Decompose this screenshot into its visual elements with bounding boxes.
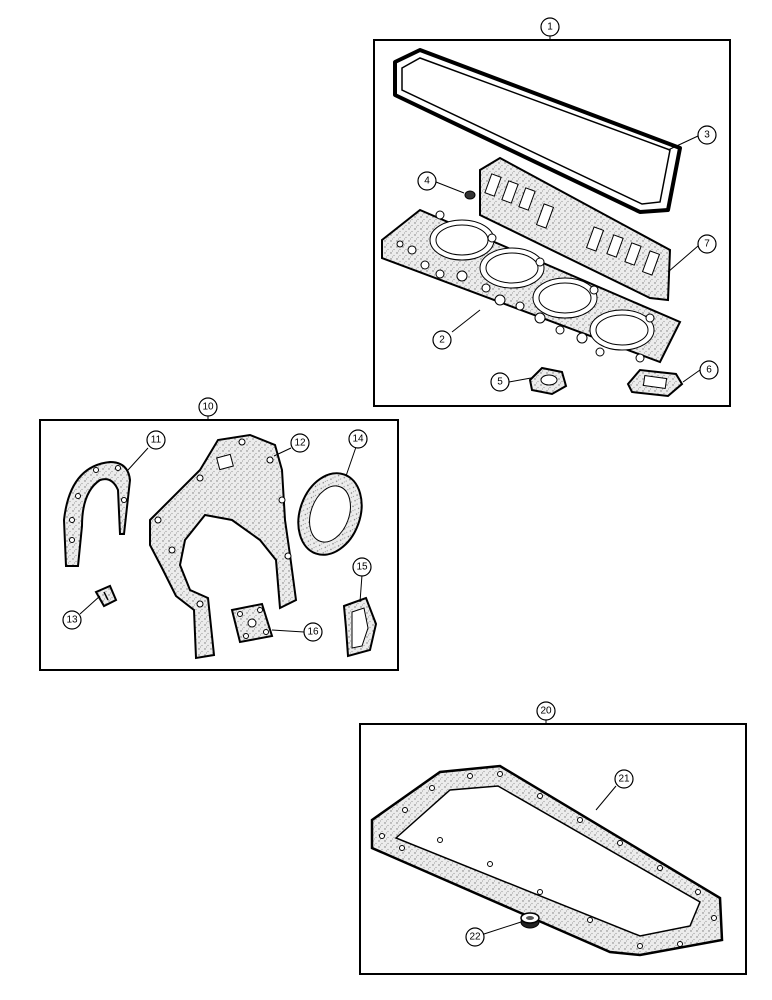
callout-4-label: 4: [424, 176, 430, 187]
thermostat-gasket: [626, 368, 684, 398]
rear-seal-gasket: [62, 460, 132, 567]
oil-pan-gasket: [370, 764, 724, 957]
manifold-gasket: [479, 156, 672, 302]
callout-5-label: 5: [497, 377, 503, 388]
callout-20-label: 20: [540, 706, 552, 717]
callout-1: 1: [540, 17, 560, 37]
callout-2-label: 2: [439, 335, 445, 346]
callout-12-label: 12: [294, 438, 306, 449]
callout-22-label: 22: [469, 932, 481, 943]
callout-6-label: 6: [706, 365, 712, 376]
callout-15: 15: [352, 557, 372, 577]
callout-10: 10: [198, 397, 218, 417]
group-10-frame: [39, 419, 399, 671]
callout-22: 22: [465, 927, 485, 947]
small-plate-gasket: [94, 584, 118, 608]
callout-3-label: 3: [704, 130, 710, 141]
callout-14-label: 14: [352, 434, 364, 445]
callout-3: 3: [697, 125, 717, 145]
callout-6: 6: [699, 360, 719, 380]
callout-4: 4: [417, 171, 437, 191]
oil-seal: [520, 912, 540, 929]
group-10-front-cover-gasket-set: [39, 416, 399, 671]
callout-10-label: 10: [202, 402, 214, 413]
group-20-oil-pan-gasket-set: [359, 720, 747, 975]
callout-21: 21: [614, 769, 634, 789]
group-1-upper-gasket-set: [373, 36, 731, 407]
callout-11: 11: [146, 430, 166, 450]
callout-2: 2: [432, 330, 452, 350]
callout-15-label: 15: [356, 562, 368, 573]
callout-5: 5: [490, 372, 510, 392]
cover-plate-gasket: [230, 602, 274, 644]
callout-14: 14: [348, 429, 368, 449]
callout-1-label: 1: [547, 22, 553, 33]
callout-16: 16: [303, 622, 323, 642]
fan-hub-ring-gasket: [297, 472, 363, 556]
leader-lines: [79, 135, 701, 935]
callout-13-label: 13: [66, 615, 78, 626]
callout-13: 13: [62, 610, 82, 630]
group-1-frame: [373, 39, 731, 407]
callout-7: 7: [697, 234, 717, 254]
callout-16-label: 16: [307, 627, 319, 638]
callout-11-label: 11: [151, 435, 162, 446]
timing-cover-gasket: [149, 433, 298, 660]
rocker-cover-gasket: [393, 48, 682, 214]
callout-20: 20: [536, 701, 556, 721]
water-outlet-gasket: [528, 366, 568, 396]
fuel-pump-gasket: [342, 596, 378, 658]
group-20-frame: [359, 723, 747, 975]
small-seal: [464, 190, 476, 200]
callout-12: 12: [290, 433, 310, 453]
cylinder-head-gasket: [381, 208, 682, 364]
callout-21-label: 21: [618, 774, 630, 785]
callout-7-label: 7: [704, 239, 710, 250]
